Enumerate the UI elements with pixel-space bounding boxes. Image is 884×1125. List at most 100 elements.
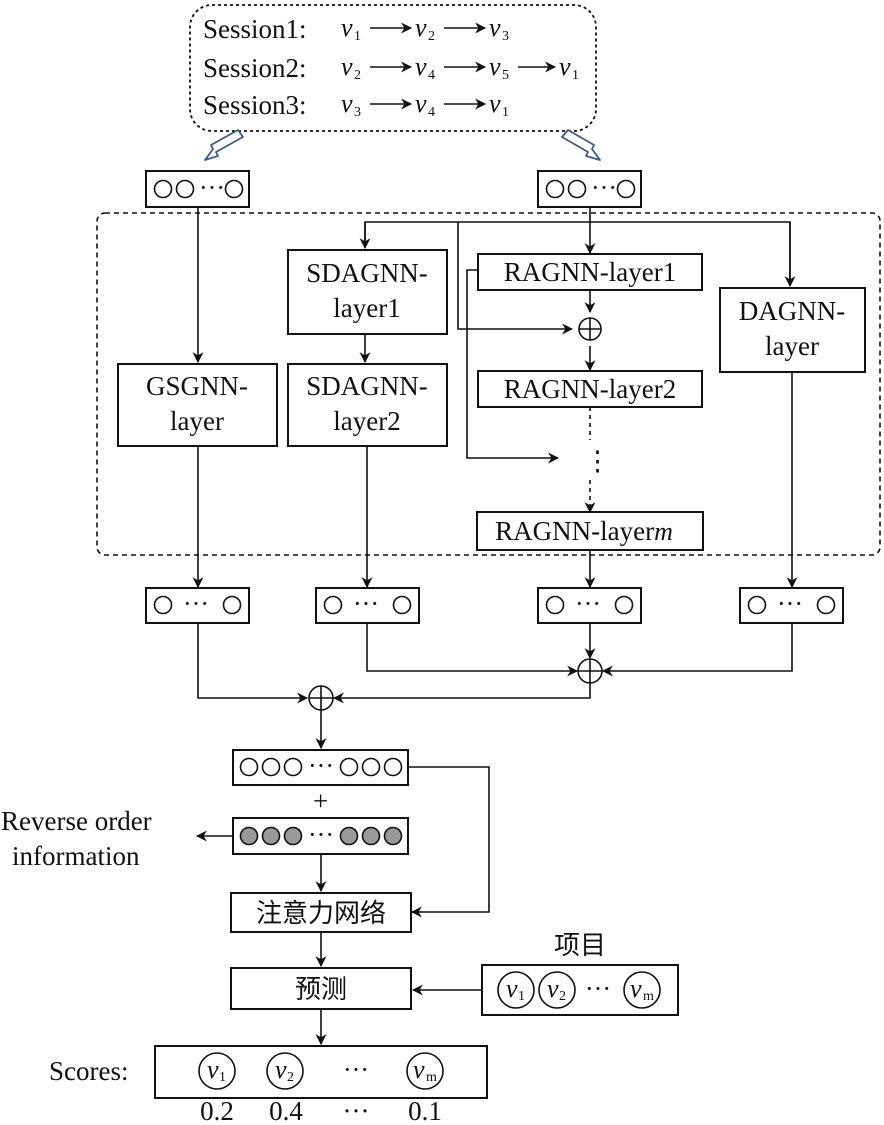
svg-text:···: ···	[343, 1055, 369, 1084]
sdagnn-layer2-label: SDAGNN-	[306, 371, 428, 401]
sdagnn-layer1-label: SDAGNN-	[306, 258, 428, 288]
attention-network-label: 注意力网络	[256, 899, 386, 929]
svg-text:v: v	[506, 974, 518, 1003]
dagnn-layer-label: layer	[765, 331, 819, 361]
sdagnn-layer2-label: layer2	[333, 406, 400, 436]
svg-text:···: ···	[308, 751, 334, 780]
gsgnn-layer-box	[117, 363, 278, 447]
svg-text:1: 1	[354, 29, 361, 44]
embedding-box-right: ···	[537, 170, 642, 208]
svg-text:v: v	[413, 1055, 425, 1084]
reverse-order-label: information	[12, 841, 140, 871]
svg-text:v: v	[275, 1055, 287, 1084]
session1-item: v	[341, 13, 353, 42]
score-value: 0.2	[200, 1096, 234, 1125]
svg-text:m: m	[643, 989, 654, 1004]
svg-text:···: ···	[183, 589, 209, 618]
svg-text:1: 1	[502, 105, 509, 120]
session3-item: v	[489, 89, 501, 118]
session1-item: v	[489, 13, 501, 42]
svg-text:3: 3	[502, 29, 509, 44]
plus-sign: +	[313, 786, 328, 816]
reverse-order-embedding-box: ···	[232, 817, 409, 855]
sessions-box	[189, 4, 597, 132]
svg-text:1: 1	[518, 989, 525, 1004]
prediction-box	[230, 967, 412, 1010]
arrow	[332, 683, 591, 704]
score-value: ···	[343, 1096, 370, 1125]
arrow	[601, 623, 793, 677]
svg-text:1: 1	[219, 1070, 226, 1085]
svg-text:1: 1	[572, 68, 579, 83]
gsgnn-layer-label: GSGNN-	[146, 371, 248, 401]
svg-text:m: m	[426, 1070, 437, 1085]
svg-text:···: ···	[308, 820, 334, 849]
vertical-ellipsis: ⋮	[584, 446, 611, 476]
residual-line	[457, 222, 574, 335]
add-operator-icon	[308, 685, 334, 711]
svg-text:2: 2	[559, 989, 566, 1004]
ragnn-layerm-box	[476, 511, 704, 551]
session3-item: v	[341, 89, 353, 118]
session2-item: v	[341, 52, 353, 81]
svg-text:···: ···	[575, 589, 601, 618]
arrow	[408, 766, 490, 918]
output-embedding-gsgnn: ···	[145, 587, 250, 624]
score-value: 0.1	[408, 1096, 442, 1125]
svg-text:···: ···	[585, 974, 611, 1003]
session2-item: v	[415, 52, 427, 81]
svg-text:v: v	[547, 974, 559, 1003]
svg-text:5: 5	[502, 68, 509, 83]
ragnn-layer1-box	[477, 253, 703, 291]
svg-text:···: ···	[353, 589, 379, 618]
residual-line	[466, 269, 560, 464]
ragnn-layer2-box	[477, 370, 703, 408]
output-embedding-dagnn: ···	[739, 587, 844, 624]
items-title: 项目	[554, 931, 606, 961]
session-embedding-box: ···	[232, 749, 409, 786]
svg-text:···: ···	[591, 173, 617, 202]
svg-text:···: ···	[777, 589, 803, 618]
session1-label: Session1:	[203, 14, 307, 44]
ragnn-layer1-label: RAGNN-layer1	[504, 257, 676, 287]
score-value: 0.4	[269, 1096, 303, 1125]
svg-text:2: 2	[354, 68, 361, 83]
session3-label: Session3:	[203, 90, 307, 120]
arrow	[197, 623, 309, 704]
output-embedding-ragnn: ···	[537, 587, 642, 624]
svg-text:2: 2	[428, 29, 435, 44]
reverse-order-label: Reverse order	[1, 806, 152, 836]
dagnn-layer-box	[719, 287, 866, 373]
svg-text:4: 4	[428, 68, 435, 83]
svg-text:3: 3	[354, 105, 361, 120]
sdagnn-layer1-box	[287, 249, 448, 335]
output-embedding-sdagnn: ···	[315, 587, 420, 624]
gsgnn-layer-label: layer	[170, 406, 224, 436]
add-operator-icon	[577, 658, 603, 684]
svg-text:2: 2	[287, 1070, 294, 1085]
prediction-label: 预测	[295, 975, 347, 1005]
session3-item: v	[415, 89, 427, 118]
svg-text:v: v	[207, 1055, 219, 1084]
ragnn-layer2-label: RAGNN-layer2	[504, 374, 676, 404]
svg-text:···: ···	[199, 173, 225, 202]
session2-label: Session2:	[203, 53, 307, 83]
embedding-box-left: ···	[145, 170, 250, 208]
session2-item: v	[559, 52, 571, 81]
svg-text:v: v	[630, 974, 642, 1003]
hollow-arrow-right-icon	[561, 129, 601, 161]
add-operator-icon	[578, 317, 602, 341]
svg-text:4: 4	[428, 105, 435, 120]
session1-item: v	[415, 13, 427, 42]
session2-item: v	[489, 52, 501, 81]
scores-label: Scores:	[49, 1056, 128, 1086]
sdagnn-layer2-box	[287, 363, 448, 447]
dagnn-layer-label: DAGNN-	[739, 296, 845, 326]
arrow	[366, 623, 579, 677]
hollow-arrow-left-icon	[204, 129, 244, 161]
ragnn-layerm-label: RAGNN-layerm	[495, 516, 673, 546]
